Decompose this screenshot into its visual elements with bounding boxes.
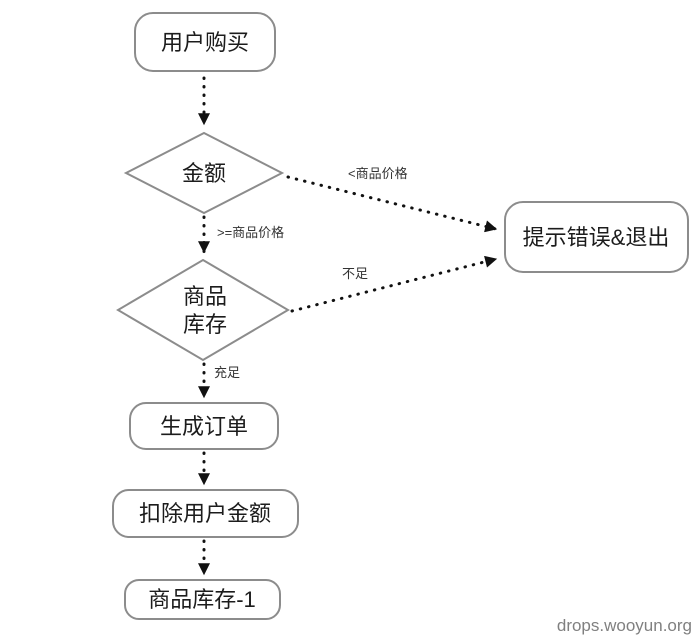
node-stock-decision-shape <box>116 258 290 362</box>
node-amount-decision: 金额 <box>123 131 285 215</box>
watermark: drops.wooyun.org <box>557 616 692 635</box>
edge-label-stock-sufficient: 充足 <box>214 365 240 380</box>
node-stock-decision-label-line1: 商品 <box>183 284 227 309</box>
edge-stock-insufficient: 不足 <box>290 255 498 313</box>
node-deduct-balance-shape <box>112 489 299 538</box>
edge-stock-sufficient: 充足 <box>198 362 240 399</box>
node-deduct-balance: 扣除用户金额 <box>112 489 299 538</box>
node-stock-decision: 商品 库存 <box>116 258 290 362</box>
edge-amount-less-than-price: <商品价格 <box>286 166 498 233</box>
node-create-order-shape <box>129 402 279 450</box>
node-error-exit-shape <box>504 201 689 273</box>
node-user-purchase-label: 用户购买 <box>161 30 249 55</box>
node-stock-minus-one-label: 商品库存-1 <box>148 587 256 612</box>
node-create-order-label: 生成订单 <box>160 414 248 439</box>
edge-label-stock-insufficient: 不足 <box>342 266 368 281</box>
node-create-order: 生成订单 <box>129 402 279 450</box>
node-stock-decision-label-line2: 库存 <box>183 312 227 337</box>
node-stock-minus-one-shape <box>124 579 281 620</box>
node-amount-decision-label: 金额 <box>182 161 226 186</box>
node-user-purchase-shape <box>134 12 276 72</box>
node-amount-decision-shape <box>123 131 285 215</box>
edge-line-stock-to-error <box>290 255 498 313</box>
node-error-exit-label: 提示错误&退出 <box>523 225 670 250</box>
node-error-exit: 提示错误&退出 <box>504 201 689 273</box>
edge-label-amount-ge: >=商品价格 <box>217 225 284 240</box>
node-user-purchase: 用户购买 <box>134 12 276 72</box>
edge-amount-ge-price: >=商品价格 <box>198 215 284 254</box>
node-deduct-balance-label: 扣除用户金额 <box>139 501 271 526</box>
edge-label-amount-less: <商品价格 <box>348 166 408 181</box>
node-stock-minus-one: 商品库存-1 <box>124 579 281 620</box>
edge-line-amount-to-error <box>286 175 498 233</box>
